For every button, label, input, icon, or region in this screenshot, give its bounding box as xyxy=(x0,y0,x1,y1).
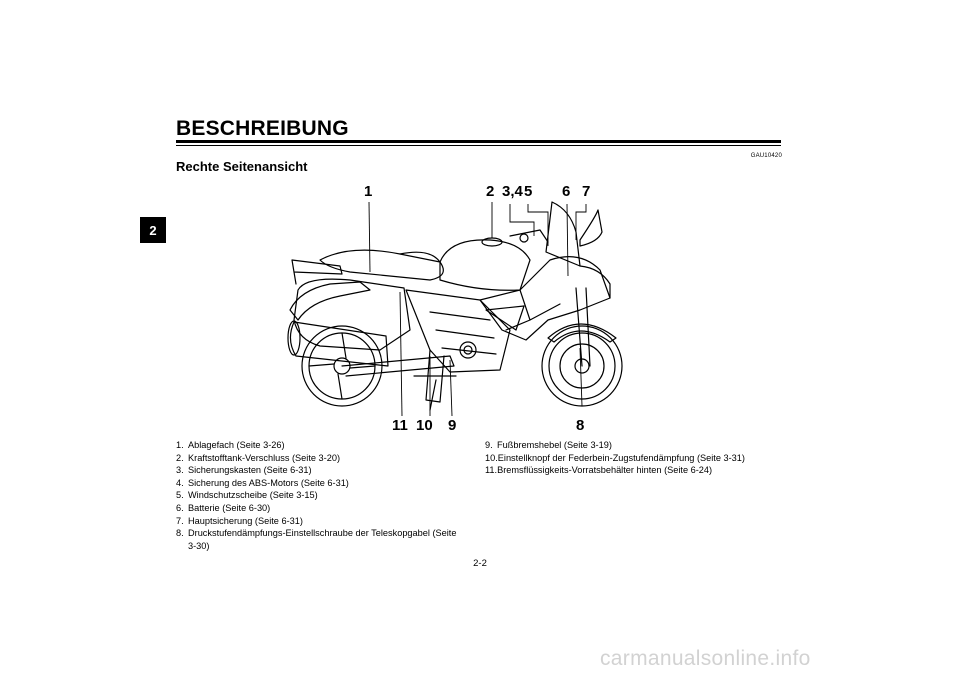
engine xyxy=(405,289,511,373)
legend-item: 5. Windschutzscheibe (Seite 3-15) xyxy=(176,489,466,502)
seat xyxy=(319,249,444,281)
reference-code: GAU10420 xyxy=(750,153,782,159)
windscreen xyxy=(545,201,581,267)
legend-item: 8. Druckstufendämpfungs-Einstellschraube … xyxy=(176,527,466,552)
leader-6 xyxy=(566,203,569,277)
leader-7 xyxy=(575,204,587,240)
legend-text: Hauptsicherung (Seite 6-31) xyxy=(188,515,303,526)
callout-10: 10 xyxy=(416,417,433,434)
leader-1 xyxy=(368,201,371,273)
legend-item: 3. Sicherungskasten (Seite 6-31) xyxy=(176,464,466,477)
legend-item: 9. Fußbremshebel (Seite 3-19) xyxy=(485,439,775,452)
muffler xyxy=(289,321,389,367)
legend-number: 7. xyxy=(176,515,184,526)
fuel-tank xyxy=(439,239,531,291)
legend-right: 9. Fußbremshebel (Seite 3-19) 10.Einstell… xyxy=(485,439,775,477)
legend-number: 3. xyxy=(176,465,184,476)
legend-number: 1. xyxy=(176,440,184,450)
legend-item: 1. Ablagefach (Seite 3-26) xyxy=(176,439,466,452)
legend-item: 2. Kraftstofftank-Verschluss (Seite 3-20) xyxy=(176,452,466,465)
callout-5: 5 xyxy=(524,183,533,200)
legend-number: 9. xyxy=(485,440,493,450)
watermark: carmanualsonline.info xyxy=(600,647,811,670)
legend-number: 6. xyxy=(176,502,184,513)
section-heading: Rechte Seitenansicht xyxy=(176,159,308,174)
callout-2: 2 xyxy=(486,183,495,200)
legend-number: 4. xyxy=(176,477,184,488)
leader-lines xyxy=(368,201,587,417)
legend-item: 6. Batterie (Seite 6-30) xyxy=(176,502,466,515)
page-number: 2-2 xyxy=(473,558,487,569)
legend-text: Sicherungskasten (Seite 6-31) xyxy=(188,465,312,476)
legend-number: 8. xyxy=(176,528,184,539)
legend-text: Batterie (Seite 6-30) xyxy=(188,502,271,513)
callout-6: 6 xyxy=(562,183,571,200)
legend-text: Kraftstofftank-Verschluss (Seite 3-20) xyxy=(188,452,341,463)
callout-11: 11 xyxy=(392,417,408,434)
legend-number: 2. xyxy=(176,452,184,463)
legend-number: 11. xyxy=(485,465,498,476)
legend-text: Ablagefach (Seite 3-26) xyxy=(188,440,285,450)
legend-item: 4. Sicherung des ABS-Motors (Seite 6-31) xyxy=(176,477,466,490)
callout-1: 1 xyxy=(364,183,373,200)
leader-9 xyxy=(449,359,453,417)
legend-text: Bremsflüssigkeits-Vorratsbehälter hinten… xyxy=(497,465,713,476)
title-rule-thin xyxy=(176,145,781,146)
callout-8: 8 xyxy=(576,417,585,434)
mirror xyxy=(579,209,603,247)
motorcycle-drawing xyxy=(287,201,623,417)
callout-9: 9 xyxy=(448,417,457,434)
legend-item: 10.Einstellknopf der Federbein-Zugstufen… xyxy=(485,452,775,465)
legend-text: Fußbremshebel (Seite 3-19) xyxy=(497,440,612,450)
legend-number: 10. xyxy=(485,452,498,463)
chapter-tab: 2 xyxy=(140,217,166,243)
callout-7: 7 xyxy=(582,183,591,200)
legend-text: Druckstufendämpfungs-Einstellschraube de… xyxy=(188,528,457,551)
title-rule xyxy=(176,140,781,143)
page-title: BESCHREIBUNG xyxy=(176,117,349,140)
leader-3-4 xyxy=(509,204,535,236)
legend-text: Windschutzscheibe (Seite 3-15) xyxy=(188,490,318,501)
legend-left: 1. Ablagefach (Seite 3-26) 2. Kraftstoffta… xyxy=(176,439,466,552)
callout-3-4: 3,4 xyxy=(502,183,523,200)
leader-5 xyxy=(527,204,549,246)
leader-11 xyxy=(399,291,403,417)
legend-item: 7. Hauptsicherung (Seite 6-31) xyxy=(176,515,466,528)
motorcycle-illustration: 1 2 3,4 5 6 7 8 9 10 11 xyxy=(280,180,660,436)
legend-item: 11.Bremsflüssigkeits-Vorratsbehälter hin… xyxy=(485,464,775,477)
leader-8 xyxy=(579,347,583,407)
legend-number: 5. xyxy=(176,490,184,501)
fairing xyxy=(479,256,611,341)
side-cover xyxy=(293,278,411,351)
rear-wheel xyxy=(301,325,383,407)
legend-text: Sicherung des ABS-Motors (Seite 6-31) xyxy=(188,477,349,488)
legend-text: Einstellknopf der Federbein-Zugstufendäm… xyxy=(497,452,745,463)
